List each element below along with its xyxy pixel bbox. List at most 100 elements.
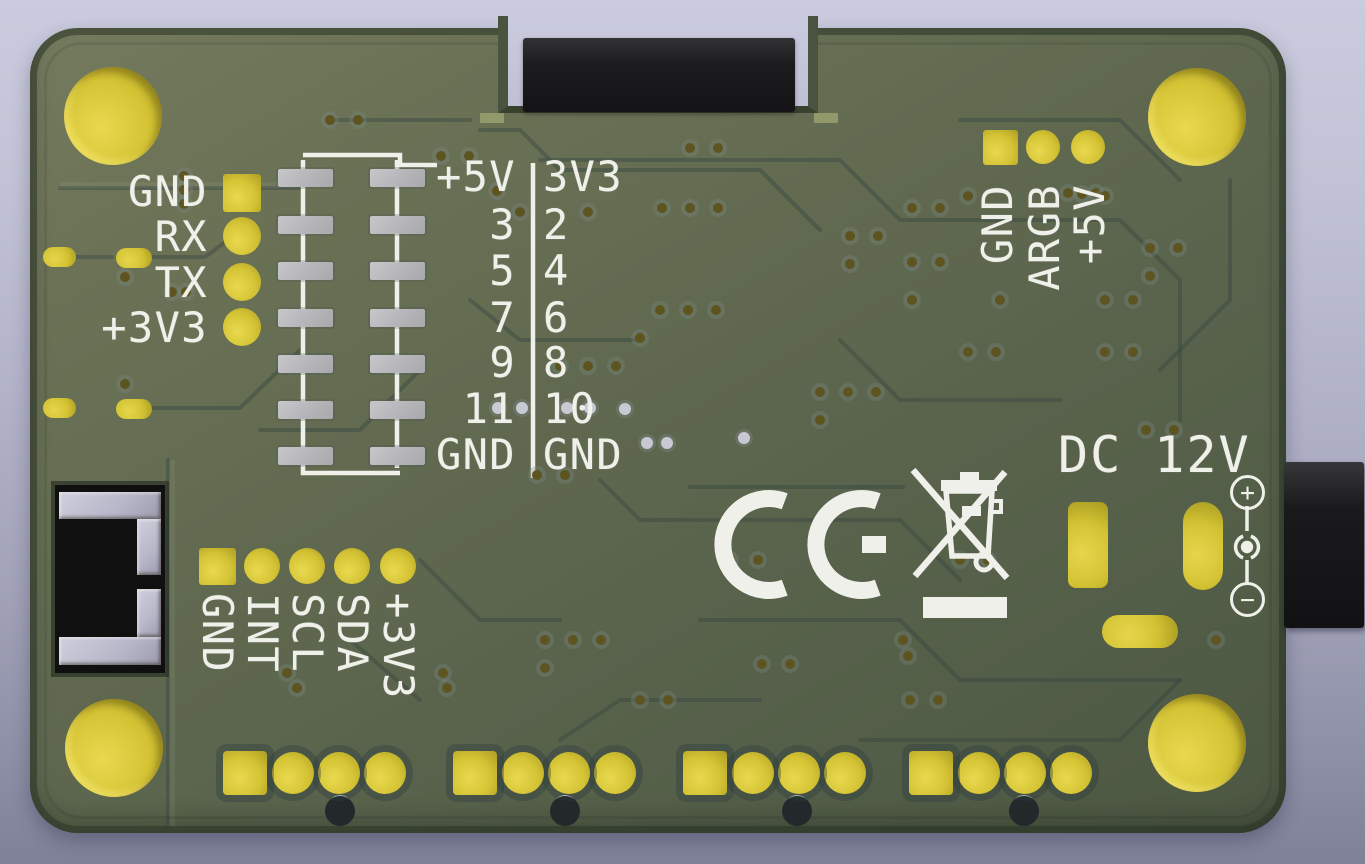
via xyxy=(995,295,1005,305)
i2c-pad-gnd xyxy=(198,547,236,585)
via xyxy=(583,207,593,217)
via xyxy=(179,199,189,209)
via xyxy=(179,171,189,181)
via xyxy=(1077,189,1087,199)
via xyxy=(1128,295,1138,305)
gpio-label-7: 7 xyxy=(489,293,516,342)
via xyxy=(611,361,621,371)
gpio-label-gnd-right: GND xyxy=(543,430,624,479)
via xyxy=(1100,347,1110,357)
i2c-pad-int xyxy=(244,548,280,584)
uart-pad-tx xyxy=(223,263,261,301)
via xyxy=(685,143,695,153)
copper-traces xyxy=(58,118,1232,828)
via xyxy=(1173,243,1183,253)
via xyxy=(436,151,446,161)
edge-oval-pad xyxy=(116,248,152,268)
via xyxy=(757,659,767,669)
via xyxy=(935,203,945,213)
via xyxy=(845,231,855,241)
via xyxy=(596,635,606,645)
via xyxy=(540,663,550,673)
gpio-smd-pad xyxy=(370,169,425,187)
via xyxy=(1100,191,1110,201)
connector-shield-bottom-arm xyxy=(137,589,161,637)
bottom-pad-round xyxy=(594,752,636,794)
via xyxy=(963,347,973,357)
via xyxy=(815,415,825,425)
polarity-diagram-icon xyxy=(1233,506,1261,585)
connector-shield-top xyxy=(59,492,161,519)
bottom-pad-round xyxy=(824,752,866,794)
gpio-smd-pad xyxy=(370,262,425,280)
bottom-pad-round xyxy=(778,752,820,794)
via xyxy=(713,203,723,213)
gpio-smd-pad xyxy=(278,309,333,327)
via-silver xyxy=(619,403,631,415)
via xyxy=(635,695,645,705)
gpio-label-5v: +5V xyxy=(435,152,516,201)
via xyxy=(933,695,943,705)
gpio-label-3v3: 3V3 xyxy=(543,152,624,201)
via xyxy=(753,555,763,565)
via-silver xyxy=(492,402,504,414)
via-silver xyxy=(561,402,573,414)
via xyxy=(325,115,335,125)
bottom-pad-round xyxy=(548,752,590,794)
via-silver xyxy=(661,437,673,449)
uart-label-rx: RX xyxy=(154,212,208,261)
gpio-label-6: 6 xyxy=(543,293,570,342)
ce-mark-icon xyxy=(714,490,886,599)
gpio-label-2: 2 xyxy=(543,200,570,249)
edge-hole xyxy=(1009,796,1039,826)
left-edge-connector-slot xyxy=(55,485,165,673)
i2c-label-3v3: +3V3 xyxy=(374,593,423,700)
gpio-smd-pad xyxy=(278,355,333,373)
via xyxy=(1169,425,1179,435)
via xyxy=(438,668,448,678)
via xyxy=(568,635,578,645)
via xyxy=(515,207,525,217)
via xyxy=(282,668,292,678)
gpio-label-9: 9 xyxy=(489,338,516,387)
argb-pad-gnd xyxy=(982,129,1018,165)
gpio-smd-pad xyxy=(278,216,333,234)
gpio-smd-pad xyxy=(278,447,333,465)
uart-pad-rx xyxy=(223,217,261,255)
gpio-label-11: 11 xyxy=(462,384,516,433)
via xyxy=(991,347,1001,357)
polarity-minus-symbol: − xyxy=(1230,582,1265,617)
top-edge-connector xyxy=(523,38,795,112)
via xyxy=(167,287,177,297)
via-silver xyxy=(738,432,750,444)
via xyxy=(492,186,502,196)
bottom-pad-square xyxy=(909,751,953,795)
via xyxy=(845,259,855,269)
via xyxy=(843,387,853,397)
via xyxy=(583,361,593,371)
via xyxy=(540,635,550,645)
via xyxy=(120,379,130,389)
mounting-hole xyxy=(1148,694,1246,792)
via xyxy=(120,272,130,282)
uart-pad-3v3 xyxy=(223,308,261,346)
gpio-smd-pad xyxy=(278,262,333,280)
argb-pad-5v xyxy=(1071,130,1105,164)
bottom-pad-round xyxy=(1050,752,1092,794)
edge-hole xyxy=(782,796,812,826)
uart-label-tx: TX xyxy=(154,258,208,307)
mounting-hole xyxy=(64,67,162,165)
gpio-label-4: 4 xyxy=(543,246,570,295)
via xyxy=(685,203,695,213)
bottom-pad-round xyxy=(502,752,544,794)
via xyxy=(1145,271,1155,281)
pcb-board xyxy=(30,28,1286,833)
edge-oval-pad xyxy=(116,399,152,419)
dc-pad-3 xyxy=(1102,615,1178,648)
gpio-label-10: 10 xyxy=(543,384,597,433)
via xyxy=(873,231,883,241)
via xyxy=(935,257,945,267)
via xyxy=(815,387,825,397)
